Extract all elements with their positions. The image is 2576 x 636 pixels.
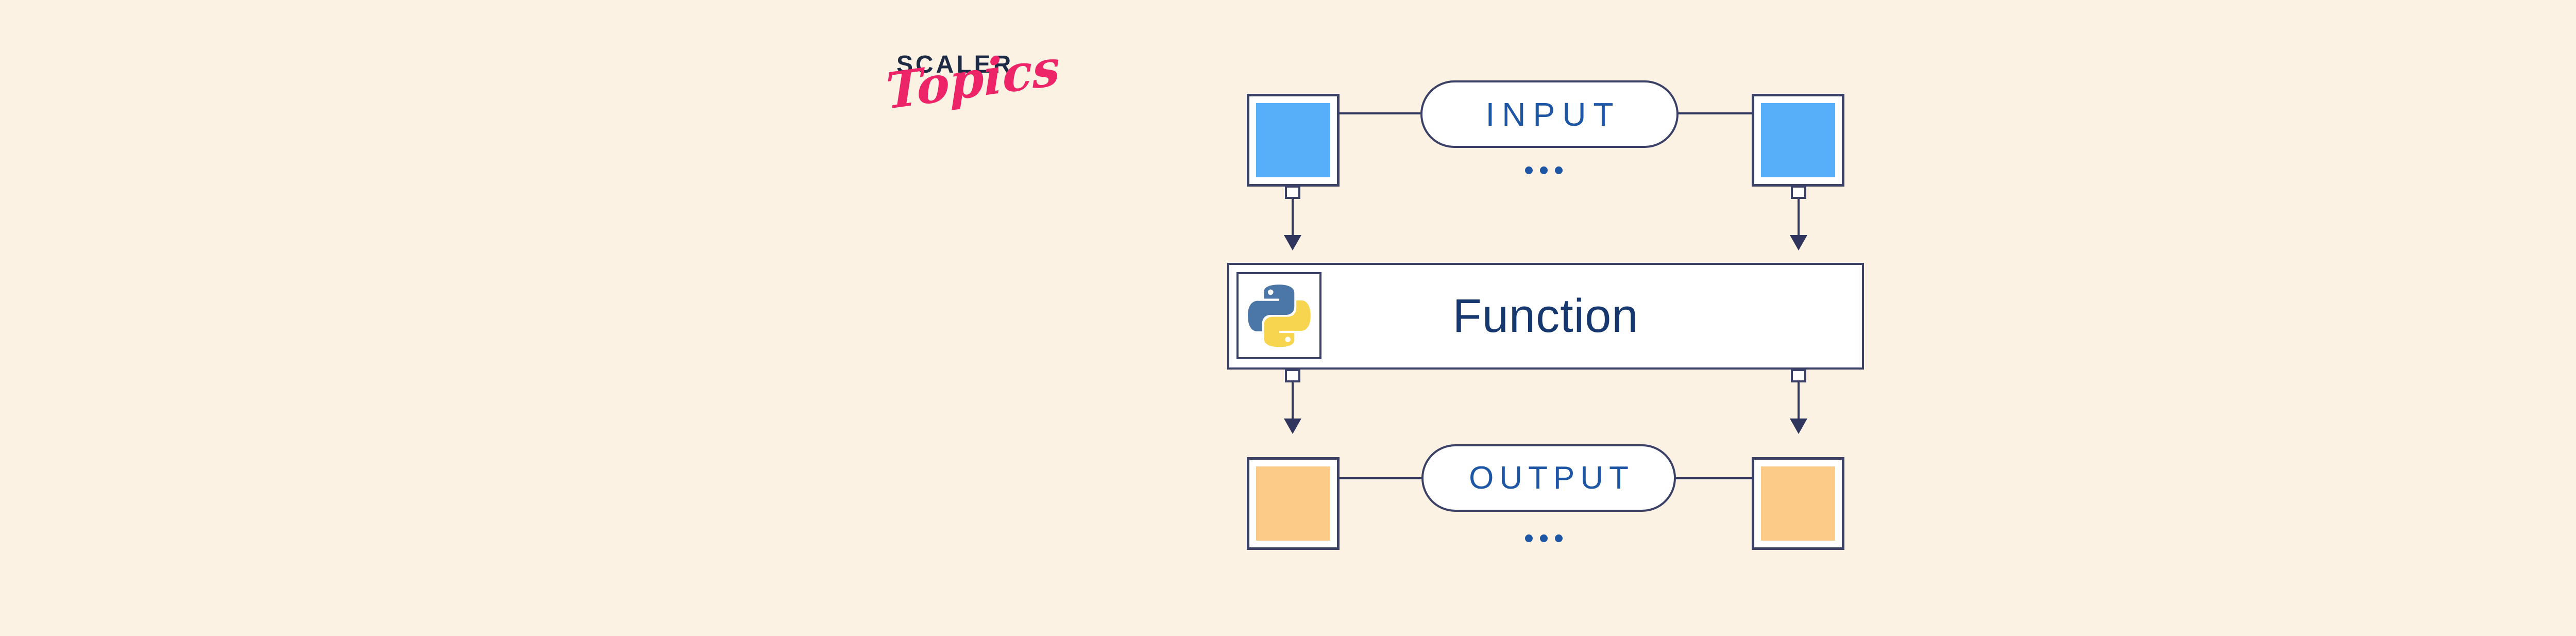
dot — [1555, 534, 1563, 542]
function-label: Function — [1452, 290, 1639, 342]
input-square-left-fill — [1256, 103, 1330, 177]
function-box: Function — [1227, 263, 1864, 370]
output-square-right-fill — [1761, 466, 1835, 541]
output-connector-line-left — [1340, 477, 1421, 479]
input-pill: INPUT — [1420, 80, 1679, 148]
output-square-right — [1752, 457, 1844, 550]
dot — [1525, 166, 1533, 174]
input-square-right-fill — [1761, 103, 1835, 177]
function-left-plug-connector — [1285, 369, 1300, 382]
dot — [1540, 534, 1548, 542]
function-right-arrow-line — [1798, 382, 1800, 419]
input-connector-line-left — [1340, 112, 1420, 114]
output-connector-line-right — [1670, 477, 1752, 479]
dot — [1555, 166, 1563, 174]
down-arrow-icon — [1790, 235, 1807, 250]
input-square-left — [1247, 94, 1340, 187]
input-right-plug-connector — [1791, 186, 1806, 199]
down-arrow-icon — [1284, 419, 1301, 434]
output-pill: OUTPUT — [1421, 444, 1676, 512]
output-square-left — [1247, 457, 1340, 550]
dot — [1540, 166, 1548, 174]
input-right-arrow-line — [1798, 199, 1800, 235]
scaler-topics-logo: SCALER Topics — [876, 38, 1061, 160]
down-arrow-icon — [1790, 419, 1807, 434]
dot — [1525, 534, 1533, 542]
input-connector-line-right — [1671, 112, 1752, 114]
input-pill-label: INPUT — [1485, 95, 1621, 133]
python-logo-icon — [1247, 284, 1311, 347]
python-logo-badge — [1236, 272, 1321, 359]
function-left-arrow-line — [1292, 382, 1294, 419]
function-right-plug-connector — [1791, 369, 1806, 382]
input-square-right — [1752, 94, 1844, 187]
input-left-arrow-line — [1292, 199, 1294, 235]
input-ellipsis-dots-icon — [1525, 166, 1563, 174]
output-ellipsis-dots-icon — [1525, 534, 1563, 542]
output-square-left-fill — [1256, 466, 1330, 541]
output-pill-label: OUTPUT — [1469, 460, 1634, 496]
brand-scaler-text: SCALER — [896, 51, 1014, 78]
input-left-plug-connector — [1285, 186, 1300, 199]
down-arrow-icon — [1284, 235, 1301, 250]
